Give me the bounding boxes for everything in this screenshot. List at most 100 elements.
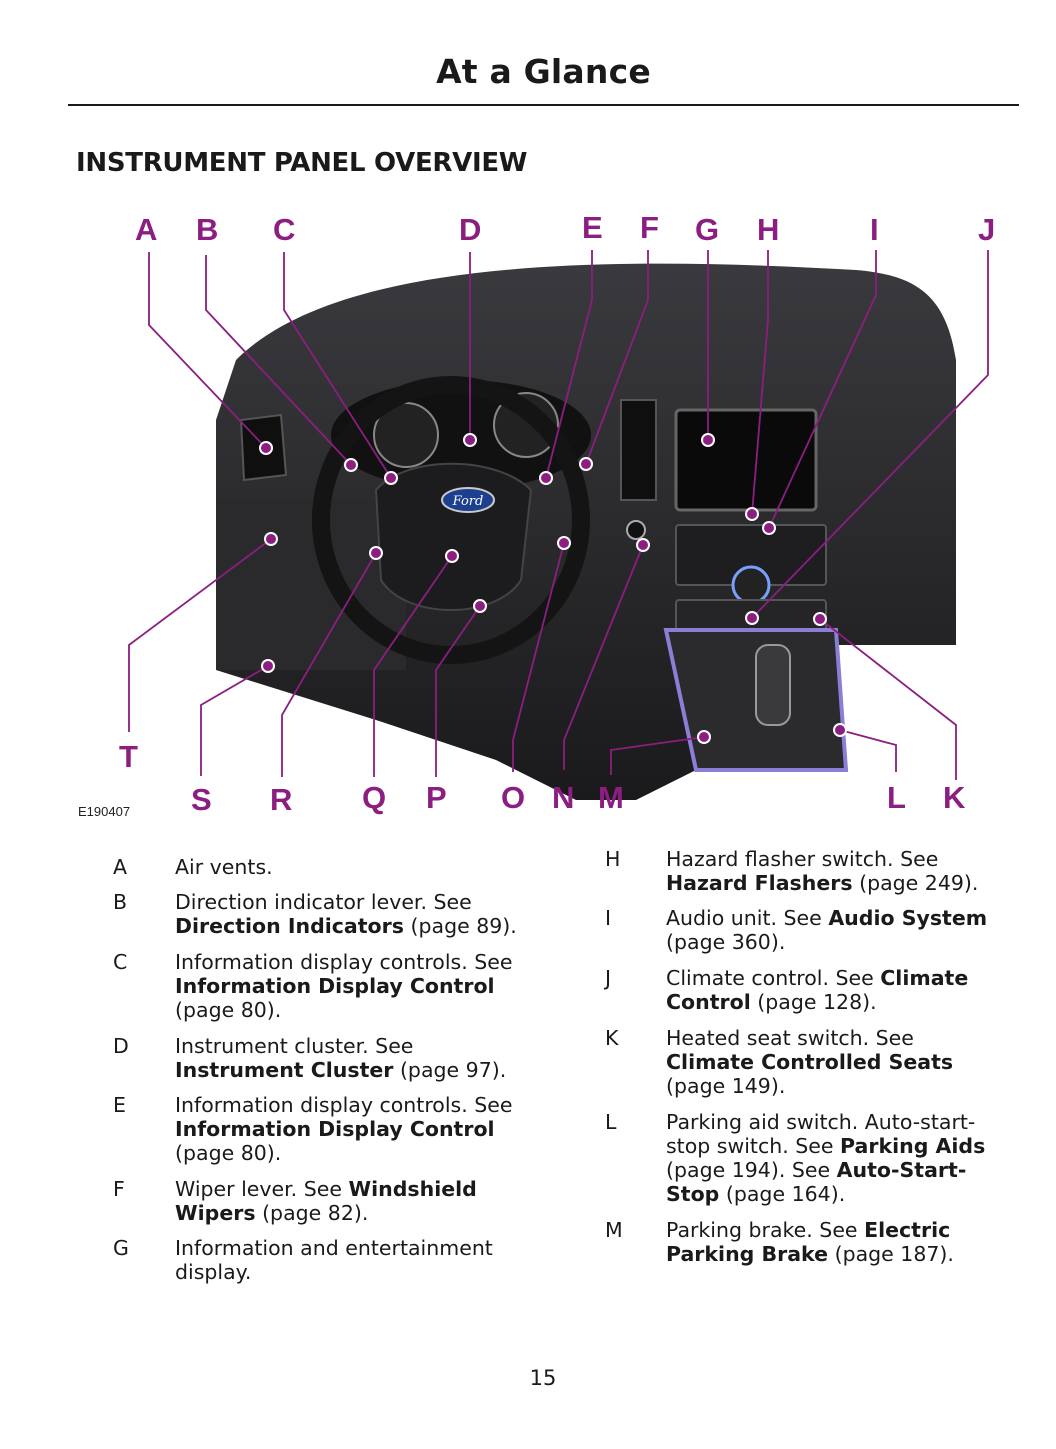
callout-dot-l [833, 723, 847, 737]
lower-panel [216, 500, 406, 670]
legend-right: H Hazard flasher switch. See Hazard Flas… [605, 847, 1025, 1277]
callout-dot-r [369, 546, 383, 560]
legend-page: (page 194). See [666, 1158, 831, 1182]
legend-reference-2[interactable]: Auto-Start-Stop [666, 1158, 967, 1206]
legend-page: (page 360). [666, 930, 786, 954]
gear-selector-icon [755, 644, 791, 726]
callout-q: Q [362, 780, 387, 815]
legend-key: E [113, 1093, 126, 1117]
legend-text: Heated seat switch. See [666, 1026, 914, 1050]
legend-text: Information display controls. See [175, 950, 513, 974]
legend-reference[interactable]: Direction Indicators [175, 914, 404, 938]
callout-p: P [426, 780, 447, 815]
legend-key: F [113, 1177, 125, 1201]
legend-reference[interactable]: Information Display Control [175, 974, 495, 998]
legend-page: (page 89). [410, 914, 517, 938]
legend-key: M [605, 1218, 623, 1242]
callout-dot-j [745, 611, 759, 625]
page-header: At a Glance [68, 48, 1019, 106]
legend-reference[interactable]: Climate Controlled Seats [666, 1050, 954, 1074]
legend-page: (page 80). [175, 1141, 282, 1165]
callout-dot-s [261, 659, 275, 673]
callout-line-t [128, 538, 272, 732]
legend-key: K [605, 1026, 619, 1050]
callout-line-c [283, 252, 392, 479]
callout-line-e [545, 250, 593, 479]
legend-reference[interactable]: Information Display Control [175, 1117, 495, 1141]
callout-dot-t [264, 532, 278, 546]
start-button-icon [626, 520, 646, 540]
legend-key: H [605, 847, 621, 871]
legend-page: (page 249). [859, 871, 979, 895]
callout-dot-h [745, 507, 759, 521]
legend-key: A [113, 855, 128, 879]
legend-key: J [605, 966, 612, 990]
legend-text: Air vents. [175, 855, 273, 879]
callout-o: O [501, 780, 526, 815]
legend-reference[interactable]: Instrument Cluster [175, 1058, 394, 1082]
callout-dot-d [463, 433, 477, 447]
legend-text: Parking aid switch. Auto-start-stop swit… [666, 1110, 976, 1158]
legend-page: (page 149). [666, 1074, 786, 1098]
callout-line-j [751, 250, 989, 619]
legend-text: Instrument cluster. See [175, 1034, 414, 1058]
callout-dot-n [636, 538, 650, 552]
callout-line-k [819, 618, 957, 780]
callout-line-a [148, 252, 267, 449]
callout-s: S [191, 782, 212, 817]
callout-line-h [751, 250, 769, 515]
dashboard-illustration: Ford [216, 263, 956, 800]
callout-lines [128, 250, 989, 780]
legend-text: Parking brake. See [666, 1218, 858, 1242]
callout-n: N [552, 780, 575, 815]
callout-dot-q [445, 549, 459, 563]
legend-key: B [113, 890, 128, 914]
callout-c: C [273, 212, 296, 247]
callout-dot-k [813, 612, 827, 626]
legend-reference[interactable]: Hazard Flashers [666, 871, 853, 895]
legend-reference[interactable]: Parking Aids [840, 1134, 986, 1158]
page-title: At a Glance [436, 52, 651, 91]
legend-reference[interactable]: Windshield Wipers [175, 1177, 477, 1225]
callout-dot-e [539, 471, 553, 485]
legend-page: (page 80). [175, 998, 282, 1022]
callout-j: J [978, 212, 996, 247]
legend-reference[interactable]: Electric Parking Brake [666, 1218, 951, 1266]
legend-text: Climate control. See [666, 966, 874, 990]
legend-text: Information display controls. See [175, 1093, 513, 1117]
legend-key: G [113, 1236, 129, 1260]
callout-line-f [585, 250, 649, 465]
legend-reference[interactable]: Audio System [828, 906, 988, 930]
legend-page: (page 128). [757, 990, 877, 1014]
legend-text: Hazard flasher switch. See [666, 847, 939, 871]
ford-logo-icon [441, 487, 495, 513]
legend-key: D [113, 1034, 129, 1058]
callout-line-i [768, 250, 877, 529]
callout-g: G [695, 212, 720, 247]
callout-line-q [373, 555, 453, 777]
legend-reference[interactable]: Climate Control [666, 966, 969, 1014]
legend-text: Direction indicator lever. See [175, 890, 472, 914]
callout-line-l [839, 729, 897, 772]
callout-line-p [435, 605, 481, 777]
callout-line-o [512, 542, 565, 772]
callout-dot-b [344, 458, 358, 472]
steering-wheel-icon [312, 376, 590, 664]
callout-t: T [119, 739, 138, 774]
callout-dot-f [579, 457, 593, 471]
legend-key: I [605, 906, 612, 930]
callout-f: F [640, 210, 659, 245]
callout-e: E [582, 210, 603, 245]
figure-code: E190407 [78, 804, 131, 819]
legend-key: C [113, 950, 128, 974]
callout-line-m [610, 736, 705, 775]
legend-text: Information and entertainment display. [175, 1236, 493, 1284]
callout-dot-a [259, 441, 273, 455]
legend-text: Audio unit. See [666, 906, 822, 930]
callout-dot-c [384, 471, 398, 485]
legend-page-2: (page 164). [725, 1182, 846, 1206]
center-air-vent-icon [620, 399, 657, 501]
section-title: INSTRUMENT PANEL OVERVIEW [76, 148, 528, 178]
callout-m: M [598, 780, 624, 815]
callout-i: I [870, 212, 879, 247]
